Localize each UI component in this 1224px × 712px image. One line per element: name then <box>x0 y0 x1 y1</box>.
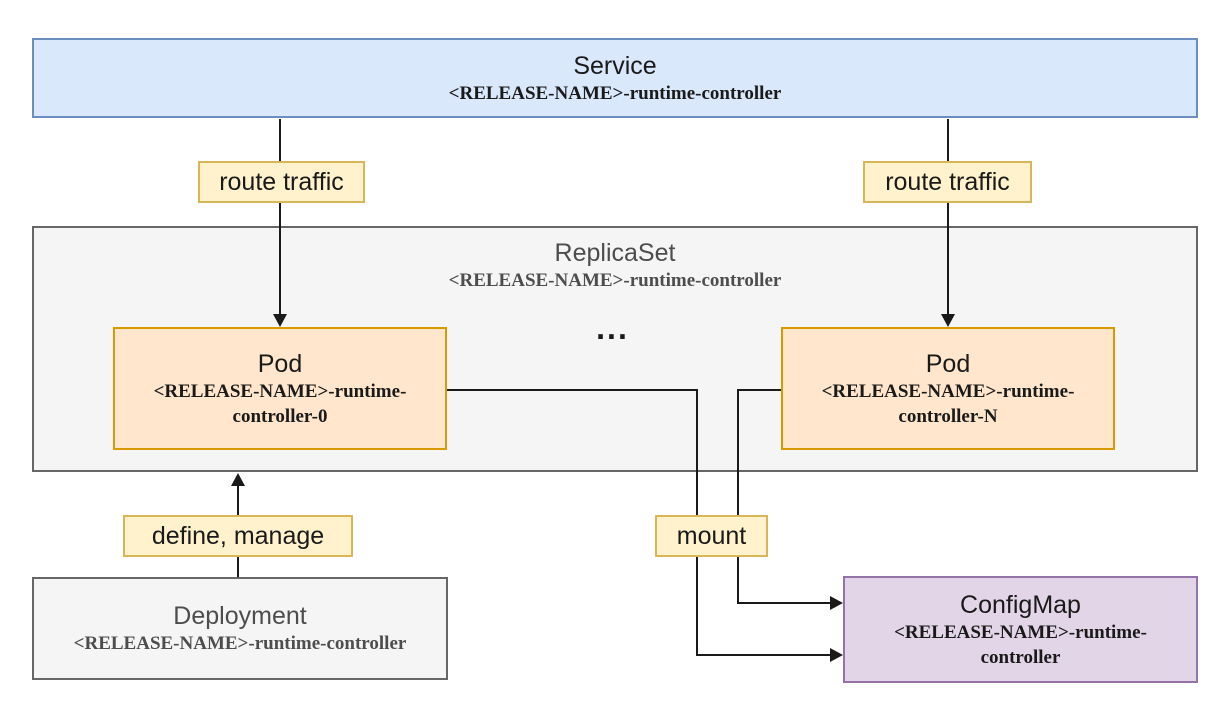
service-node: Service <RELEASE-NAME>-runtime-controlle… <box>32 38 1198 118</box>
edge-service-podn-arrowhead-icon <box>941 314 955 327</box>
pod-n-title: Pod <box>925 349 971 378</box>
edge-pod0-configmap-arrowhead-icon <box>830 648 843 662</box>
configmap-node: ConfigMap <RELEASE-NAME>-runtime-control… <box>843 576 1198 683</box>
edge-pod0-configmap-segment-3 <box>696 654 831 656</box>
edge-service-podn-line <box>947 119 949 315</box>
edge-pod0-configmap-segment-1 <box>447 389 697 391</box>
edge-service-pod0-arrowhead-icon <box>273 314 287 327</box>
edge-podn-configmap-segment-1 <box>738 389 781 391</box>
configmap-subtitle: <RELEASE-NAME>-runtime-controller <box>894 621 1147 668</box>
configmap-title: ConfigMap <box>960 590 1081 619</box>
deployment-node: Deployment <RELEASE-NAME>-runtime-contro… <box>32 577 448 680</box>
pod-0-title: Pod <box>257 349 303 378</box>
route-traffic-label-left: route traffic <box>198 161 365 203</box>
edge-deployment-replicaset-arrowhead-icon <box>231 473 245 486</box>
pod-0-node: Pod <RELEASE-NAME>-runtime-controller-0 <box>113 327 447 450</box>
deployment-title: Deployment <box>173 602 307 630</box>
edge-podn-configmap-segment-2 <box>737 389 739 603</box>
edge-podn-configmap-segment-3 <box>737 602 831 604</box>
replicaset-subtitle: <RELEASE-NAME>-runtime-controller <box>448 270 782 291</box>
pod-0-subtitle: <RELEASE-NAME>-runtime-controller-0 <box>153 380 407 427</box>
edge-service-pod0-line <box>279 119 281 315</box>
replicaset-title: ReplicaSet <box>554 239 676 267</box>
deployment-subtitle: <RELEASE-NAME>-runtime-controller <box>73 633 407 654</box>
pods-ellipsis: ... <box>596 310 629 346</box>
pod-n-node: Pod <RELEASE-NAME>-runtime-controller-N <box>781 327 1115 450</box>
edge-podn-configmap-arrowhead-icon <box>830 596 843 610</box>
route-traffic-label-right: route traffic <box>863 161 1032 203</box>
pod-n-subtitle: <RELEASE-NAME>-runtime-controller-N <box>821 380 1075 427</box>
service-title: Service <box>573 51 657 80</box>
define-manage-label: define, manage <box>123 515 353 557</box>
mount-label: mount <box>655 515 768 557</box>
service-subtitle: <RELEASE-NAME>-runtime-controller <box>448 82 782 104</box>
